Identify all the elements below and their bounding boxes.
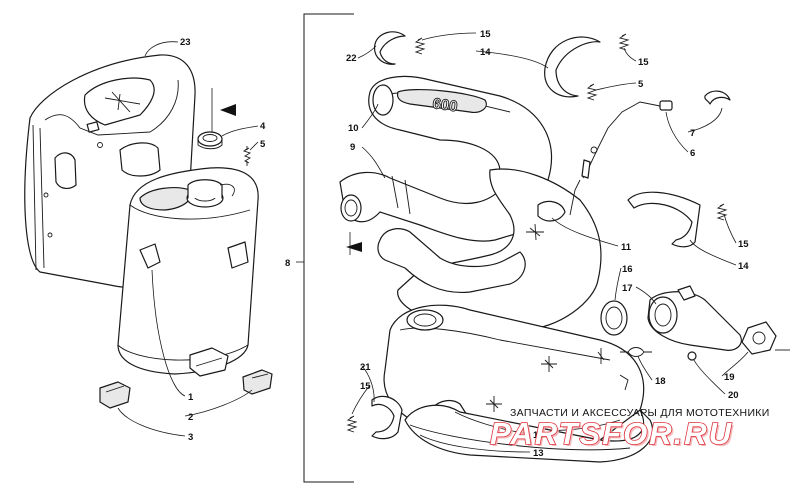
callout-14-a: 14 [480,47,491,58]
callout-4: 4 [260,121,266,132]
callout-21: 21 [360,362,371,373]
callout-15-c: 15 [738,239,749,250]
grommet-part-3 [99,381,131,409]
gasket-ring-part-4 [197,131,223,150]
direction-arrow-right [346,242,362,252]
callout-18: 18 [655,376,666,387]
callout-8: 8 [285,258,290,269]
band-clamp-part-14-b [627,191,701,248]
bolt-part-20 [687,349,790,361]
heat-shield-part-23 [24,54,196,289]
muffler-can-part [117,167,259,377]
callout-3: 3 [188,432,193,443]
callout-11: 11 [621,242,632,253]
direction-arrow-left [220,104,236,116]
callout-12: 12 [533,430,544,441]
spring-part-18 [620,347,652,357]
leader-lines [117,32,749,453]
callout-17: 17 [622,283,633,294]
emboss-label: 600 [431,95,458,115]
spring-part-15-d [346,415,358,433]
callout-14-b: 14 [738,261,749,272]
band-clamp-part-21 [371,395,403,440]
callout-15-a: 15 [480,29,491,40]
clamp-part-7 [704,90,731,105]
callout-9: 9 [350,142,355,153]
spring-part-5-right [586,83,598,101]
callout-23: 23 [180,37,191,48]
manifold-part-17 [647,285,742,351]
flange-gasket-part-19 [741,321,777,355]
sensor-part-6 [581,100,673,179]
watermark: ЗАПЧАСТИ И АКСЕССУАРЫ ДЛЯ МОТОТЕХНИКИ PA… [489,407,770,453]
callout-16: 16 [622,264,633,275]
callout-15-b: 15 [638,57,649,68]
band-clamp-part-14-a [544,36,601,98]
callout-7: 7 [690,128,695,139]
callout-2: 2 [188,412,193,423]
assembly-bracket-8 [303,13,354,483]
watermark-caption: ЗАПЧАСТИ И АКСЕССУАРЫ ДЛЯ МОТОТЕХНИКИ [510,407,770,419]
seal-ring-part-16 [600,300,628,336]
callout-20: 20 [728,390,739,401]
spring-part-15-a [414,37,426,55]
callout-1: 1 [188,392,194,403]
callout-5-left: 5 [260,139,266,150]
callout-labels: 23 4 5 1 2 3 8 22 15 14 15 5 10 9 7 6 11… [180,29,749,459]
callout-6: 6 [690,148,695,159]
callout-15-d: 15 [360,381,371,392]
watermark-logo-shadow: PARTSFOR.RU [492,418,735,453]
callout-10: 10 [348,123,359,134]
grommet-part-2 [242,369,273,395]
spring-part-15-b [618,33,630,51]
callout-22: 22 [346,53,357,64]
watermark-logo: PARTSFOR.RU [490,416,733,451]
callout-19: 19 [724,372,735,383]
spring-part-15-c [716,203,728,221]
callout-5-right: 5 [638,79,644,90]
callout-13: 13 [533,448,544,459]
spring-part-5-left [242,146,252,166]
clamp-part-22 [373,31,406,65]
